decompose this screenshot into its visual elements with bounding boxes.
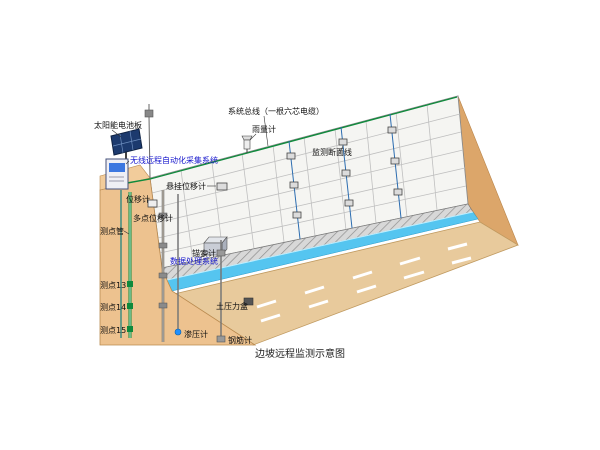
sensor-box — [344, 199, 354, 207]
sensor-box — [286, 152, 296, 160]
system-bus-cable — [126, 96, 458, 184]
ditch-highlight — [166, 211, 474, 281]
hanging-displacement-meter — [216, 182, 228, 191]
rebar-gauge-marker — [216, 335, 226, 343]
anchor-marker — [158, 272, 168, 279]
piezometer-tip — [174, 328, 182, 336]
label-point-13: 测点13 — [100, 281, 126, 290]
mast-pole — [148, 115, 151, 179]
multipoint-displacement-borehole — [158, 190, 168, 342]
label-rain-gauge: 雨量计 — [252, 124, 276, 134]
label-point-14: 测点14 — [100, 303, 126, 312]
label-multipoint-disp-meter: 多点位移计 — [133, 213, 173, 223]
slope-grid — [151, 103, 467, 263]
survey-point-13-marker — [127, 281, 133, 287]
label-wireless-system: 无线远程自动化采集系统 — [130, 155, 218, 165]
label-anchor-cable-gauge: 锚索计 — [192, 248, 216, 258]
rain-gauge-body — [243, 139, 251, 150]
anchor-marker — [158, 302, 168, 309]
label-earth-pressure-cell: 土压力盒 — [216, 301, 248, 311]
antenna-head — [144, 109, 154, 118]
soil-cross-section — [99, 177, 257, 346]
antenna-mast — [144, 104, 154, 179]
piezometer-borehole — [174, 194, 182, 336]
leader-line — [263, 115, 269, 147]
slope-sensor-boxes — [286, 126, 403, 219]
label-hanging-disp-meter: 悬挂位移计 — [166, 181, 206, 191]
label-piezometer: 渗压计 — [184, 329, 208, 339]
label-system-bus: 系统总线（一根六芯电缆） — [228, 106, 324, 116]
road-lane-dashes — [256, 242, 472, 323]
leader-lines — [111, 115, 344, 307]
leader-line — [244, 302, 248, 307]
label-point-15: 测点15 — [100, 326, 126, 335]
label-solar-panel: 太阳能电池板 — [94, 120, 142, 130]
cabinet-screen — [109, 163, 125, 172]
sensor-box — [289, 181, 299, 189]
displacement-meter — [147, 199, 158, 208]
survey-point-15-marker — [127, 326, 133, 332]
label-data-processing: 数据处理系统 — [170, 256, 218, 266]
sensor-box — [393, 188, 403, 196]
anchor-marker — [158, 212, 168, 219]
leader-line — [111, 129, 122, 138]
label-monitoring-section: 监测断面线 — [312, 147, 352, 157]
survey-tube-borehole — [127, 192, 133, 338]
leader-line — [199, 252, 209, 259]
earth-pressure-cell-marker — [243, 297, 254, 306]
rain-gauge-instrument — [241, 135, 253, 153]
leader-line — [249, 133, 257, 141]
diagram-caption: 边坡远程监测示意图 — [255, 347, 345, 360]
label-survey-tube: 测点管 — [100, 226, 124, 236]
acquisition-cabinet — [105, 158, 129, 190]
solar-panel-grid — [112, 130, 142, 154]
sensor-box — [390, 157, 400, 165]
soil-end-face — [457, 95, 519, 246]
leader-line — [339, 145, 344, 153]
label-disp-meter: 位移计 — [126, 194, 150, 204]
sensor-box — [387, 126, 397, 134]
sensor-box — [341, 169, 351, 177]
label-rebar-gauge: 钢筋计 — [228, 335, 252, 345]
sensor-box — [292, 211, 302, 219]
anchor-rebar-borehole — [216, 240, 226, 343]
leader-line — [125, 160, 130, 165]
anchor-marker — [158, 242, 168, 249]
leader-line — [123, 230, 130, 235]
sensor-box — [338, 138, 348, 146]
anchor-cable-gauge-marker — [216, 249, 226, 257]
survey-point-14-marker — [127, 303, 133, 309]
